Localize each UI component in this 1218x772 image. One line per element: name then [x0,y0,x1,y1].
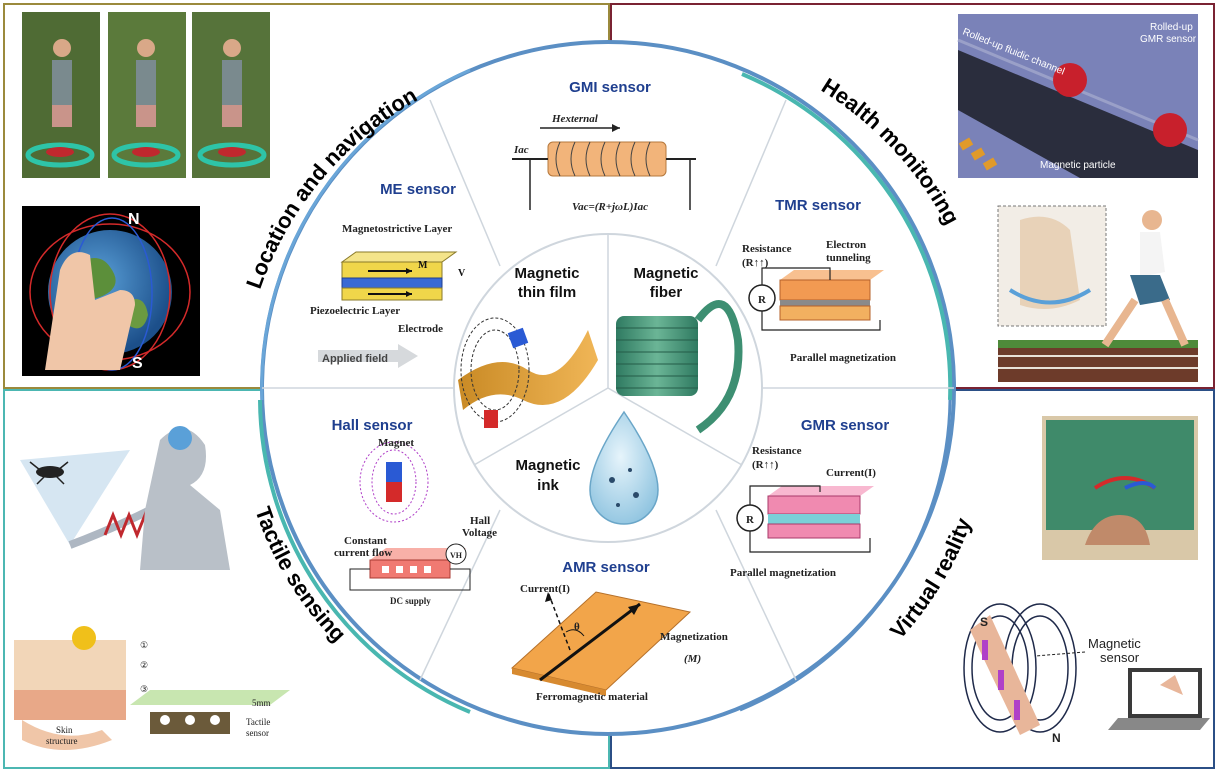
fluidic-photo: Rolled-up GMR sensor Rolled-up fluidic c… [957,14,1199,178]
me-layer1-label: Magnetostrictive Layer [342,223,452,235]
sector-dividers [262,99,954,681]
tmr-resistance-label: Resistance [742,243,792,255]
compass-n-label: N [128,211,140,228]
tactile-num-1: ① [140,640,148,650]
amr-mag-2: (M) [684,653,701,665]
gmi-h-label: Hexternal [551,113,599,125]
hall-vh-label: VH [450,551,463,560]
hall-const-1: Constant [344,535,387,547]
vr-s-label: S [980,615,988,629]
compass-s-label: S [132,355,143,372]
gmi-i-label: Iac [513,144,529,156]
gmr-r-label: R [746,514,755,526]
gmi-equation: Vac=(R+jωL)Iac [572,201,648,213]
gmr-parallel-label: Parallel magnetization [730,567,836,579]
me-m-top: M [418,260,428,271]
amr-current-label: Current(I) [520,583,570,595]
thin-film-illustration [458,317,598,428]
vr-sensor-label-1: Magnetic [1088,636,1141,651]
gmr-current-label: Current(I) [826,467,876,479]
skin-label-2: structure [46,736,78,746]
vr-sensor-label-2: sensor [1100,650,1140,665]
tactile-num-3: ③ [140,684,148,694]
hall-voltage-2: Voltage [462,527,497,539]
gmr-illustration [736,485,874,553]
thin-film-label-2: thin film [518,284,576,301]
amr-material-label: Ferromagnetic material [536,691,648,703]
thin-film-label-1: Magnetic [514,265,579,282]
amr-mag-1: Magnetization [660,631,728,643]
navigation-photos [22,12,270,178]
tmr-tunnel-1: Electron [826,239,866,251]
ink-label-1: Magnetic [515,457,580,474]
skin-label-1: Skin [56,725,73,735]
gmr-title: GMR sensor [801,417,890,434]
compass-photo: N S [22,206,200,376]
hall-title: Hall sensor [332,417,413,434]
tmr-r-sub: (R↑↑) [742,257,769,269]
me-layer2-label: Piezoelectric Layer [310,305,400,317]
tactile-illustrations: ① ② ③ 5mm Skin structure Tactile sensor [14,426,290,750]
tmr-illustration [748,267,884,331]
gmr-resistance-label: Resistance [752,445,802,457]
gmi-illustration [512,124,696,210]
scale-label: 5mm [252,698,271,708]
me-applied-label: Applied field [322,353,388,365]
fiber-label-1: Magnetic [633,265,698,282]
tmr-tunnel-2: tunneling [826,252,871,264]
gmr-r-sub: (R↑↑) [752,459,779,471]
fiber-label-2: fiber [650,284,683,301]
runner-illustration [997,205,1198,382]
magnetic-particle-label: Magnetic particle [1040,160,1116,171]
tactile-sensor-label-2: sensor [246,728,269,738]
rolled-sensor-label-1: Rolled-up [1150,22,1193,33]
tactile-num-2: ② [140,660,148,670]
hall-magnet-label: Magnet [378,437,414,449]
hall-const-2: current flow [334,547,392,559]
me-title: ME sensor [380,181,456,198]
gmi-title: GMI sensor [569,79,651,96]
rolled-sensor-label-2: GMR sensor [1140,34,1197,45]
amr-theta-label: θ [574,621,580,633]
me-illustration [318,251,458,368]
tmr-title: TMR sensor [775,197,861,214]
hall-supply-label: DC supply [390,596,431,606]
vr-illustrations: S N Magnetic sensor [963,416,1210,745]
hall-illustration [349,441,471,591]
hall-voltage-1: Hall [470,515,490,527]
amr-title: AMR sensor [562,559,650,576]
fiber-illustration [616,300,743,434]
me-electrode-label: Electrode [398,323,443,335]
ink-label-2: ink [537,477,559,494]
me-v-label: V [458,268,466,279]
tmr-parallel-label: Parallel magnetization [790,352,896,364]
ink-drop-illustration [589,410,659,525]
tactile-sensor-label-1: Tactile [246,717,270,727]
tmr-r-label: R [758,294,767,306]
vr-n-label: N [1052,731,1061,745]
amr-illustration [510,591,692,696]
